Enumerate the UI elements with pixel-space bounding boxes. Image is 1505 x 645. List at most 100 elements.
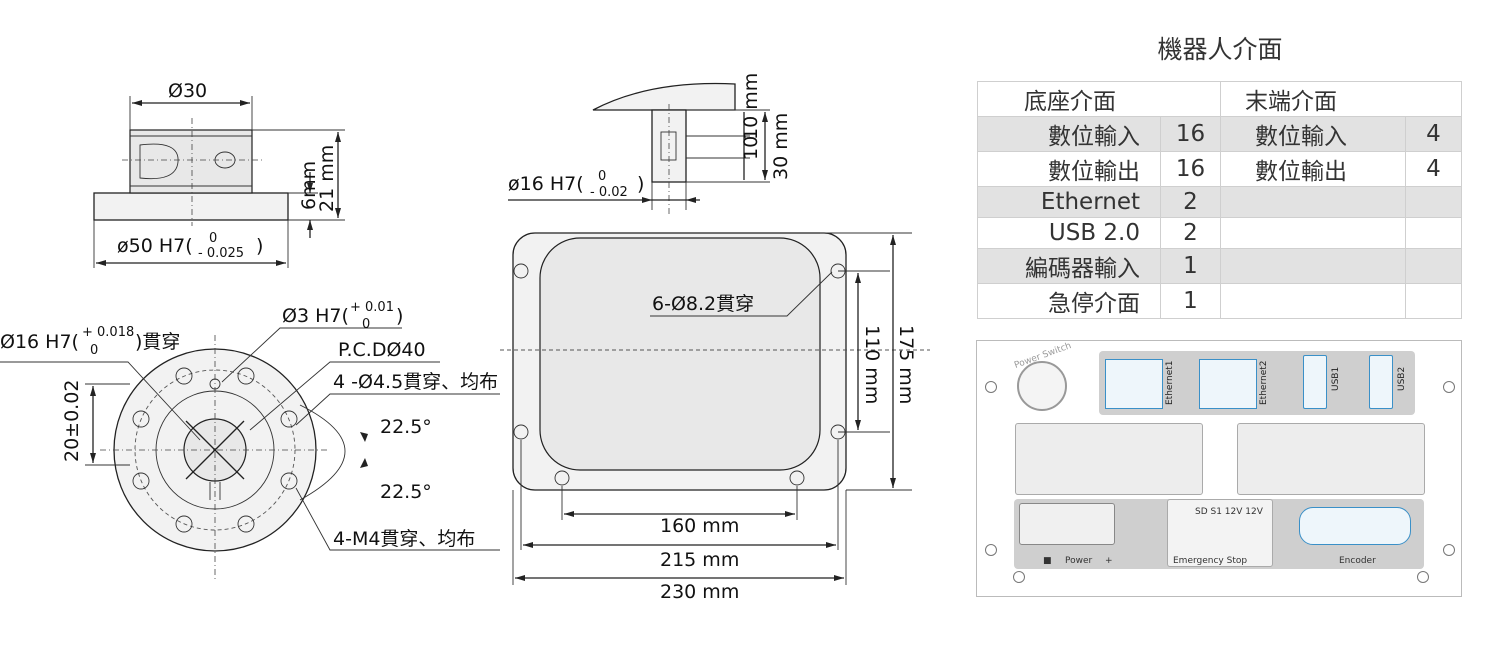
tol-50-close: ) [256, 235, 263, 257]
row-end-name: 數位輸入 [1220, 116, 1406, 152]
row-end-name: 數位輸出 [1220, 151, 1406, 187]
dim-175-label: 175 mm [895, 325, 917, 404]
tool-tol-close: ) [637, 173, 644, 195]
power-plus-label: + [1105, 556, 1113, 566]
holes-82-label: 6-Ø8.2貫穿 [652, 293, 754, 315]
row-name: Ethernet [977, 186, 1161, 218]
row-end-count [1405, 186, 1462, 218]
tol-3-lower: 0 [362, 317, 370, 332]
table-row: Ethernet 2 [977, 186, 1462, 218]
mount-hole [985, 544, 997, 556]
encoder-label: Encoder [1339, 556, 1376, 566]
dia-16-through-label: Ø16 H7( [0, 331, 79, 353]
mount-hole [1417, 571, 1429, 583]
dim-110-label: 110 mm [861, 325, 883, 404]
mount-hole [1443, 544, 1455, 556]
table-header-row: 底座介面 末端介面 [977, 81, 1462, 117]
technical-drawing: Ø30 ø50 H7( 0 - 0.025 ) 6mm 21 mm [0, 73, 930, 603]
power-label: Power [1065, 556, 1093, 566]
dim-10a-label: 10 [740, 136, 762, 160]
m4-label: 4-M4貫穿、均布 [333, 528, 475, 550]
row-name: 數位輸出 [977, 151, 1161, 187]
row-end-name [1220, 186, 1406, 218]
emergency-stop-connector[interactable] [1167, 499, 1273, 567]
interface-table: 底座介面 末端介面 數位輸入 16 數位輸入 4 數位輸出 16 數位輸出 4 … [977, 81, 1462, 319]
dim-160-label: 160 mm [660, 515, 739, 537]
base-io-terminal-left [1015, 423, 1203, 495]
dim-230-label: 230 mm [660, 581, 739, 603]
row-count: 1 [1160, 283, 1221, 319]
dim-21-label: 21 mm [316, 145, 338, 212]
ethernet1-label: Ethernet1 [1165, 360, 1175, 406]
row-end-count [1405, 283, 1462, 319]
dim-30-label: Ø30 [168, 80, 207, 102]
mount-hole [985, 381, 997, 393]
mount-hole [1013, 571, 1025, 583]
dim-30-tool-label: 30 mm [770, 113, 792, 180]
dim-215-label: 215 mm [660, 549, 739, 571]
usb2-label: USB2 [1397, 366, 1407, 391]
angle-2-label: 22.5° [380, 481, 432, 503]
dim-50-label: ø50 H7( [117, 235, 193, 257]
row-name: 急停介面 [977, 283, 1161, 319]
estop-pins-label: SD S1 12V 12V [1195, 507, 1263, 517]
ethernet1-port[interactable] [1105, 359, 1163, 409]
table-row: 急停介面 1 [977, 283, 1462, 319]
row-count: 16 [1160, 151, 1221, 187]
tol-16-upper: + 0.018 [82, 325, 134, 340]
end-interface-header: 末端介面 [1220, 81, 1462, 117]
row-end-count [1405, 248, 1462, 284]
row-end-name [1220, 217, 1406, 249]
tol-50-lower: - 0.025 [198, 246, 244, 261]
base-io-terminal-right [1237, 423, 1425, 495]
row-end-count: 4 [1405, 151, 1462, 187]
tol-3-close: ) [396, 305, 403, 327]
row-end-name [1220, 283, 1406, 319]
estop-label: Emergency Stop [1173, 556, 1248, 566]
base-interface-header: 底座介面 [977, 81, 1221, 117]
base-top-view: 20±0.02 Ø16 H7( + 0.018 0 )貫穿 Ø3 H7( + 0… [0, 300, 500, 580]
dim-20-label: 20±0.02 [61, 380, 83, 462]
base-flange-side-view: Ø30 ø50 H7( 0 - 0.025 ) 6mm 21 mm [93, 80, 345, 268]
tol-16-lower: 0 [90, 343, 98, 358]
dia-3-label: Ø3 H7( [282, 305, 349, 327]
usb1-port[interactable] [1303, 355, 1327, 409]
controller-box-view: 6-Ø8.2貫穿 160 mm 215 mm 230 mm 110 mm 175… [500, 232, 930, 603]
mount-hole [1443, 381, 1455, 393]
power-minus-label: ■ [1043, 556, 1052, 566]
pcd-label: P.C.DØ40 [338, 339, 426, 361]
row-end-count: 4 [1405, 116, 1462, 152]
tol-50-upper: 0 [209, 231, 217, 246]
usb1-label: USB1 [1331, 366, 1341, 391]
row-name: USB 2.0 [977, 217, 1161, 249]
dim-6-label: 6mm [298, 161, 320, 210]
tool-tol-lower: - 0.02 [590, 185, 628, 200]
ethernet2-port[interactable] [1199, 359, 1257, 409]
row-name: 數位輸入 [977, 116, 1161, 152]
ethernet2-label: Ethernet2 [1259, 360, 1269, 406]
holes-45-label: 4 -Ø4.5貫穿、均布 [333, 371, 498, 393]
tol-16-suffix: )貫穿 [135, 331, 180, 353]
encoder-connector[interactable] [1299, 507, 1411, 545]
table-row: 編碼器輸入 1 [977, 248, 1462, 284]
tol-3-upper: + 0.01 [350, 300, 394, 315]
tool-end-view: ø16 H7( 0 - 0.02 ) 10 10 mm 30 mm [508, 73, 792, 215]
usb2-port[interactable] [1369, 355, 1393, 409]
table-row: 數位輸入 16 數位輸入 4 [977, 116, 1462, 152]
angle-1-label: 22.5° [380, 416, 432, 438]
power-connector[interactable] [1019, 503, 1115, 545]
row-name: 編碼器輸入 [977, 248, 1161, 284]
interface-title: 機器人介面 [1157, 35, 1283, 64]
row-count: 2 [1160, 186, 1221, 218]
row-count: 16 [1160, 116, 1221, 152]
table-row: 數位輸出 16 數位輸出 4 [977, 151, 1462, 187]
row-count: 2 [1160, 217, 1221, 249]
power-switch[interactable] [1017, 361, 1067, 411]
tool-tol-upper: 0 [598, 169, 606, 184]
dim-10b-label: 10 mm [740, 73, 762, 140]
tool-dia-16-label: ø16 H7( [508, 173, 584, 195]
table-row: USB 2.0 2 [977, 217, 1462, 249]
row-end-count [1405, 217, 1462, 249]
row-end-name [1220, 248, 1406, 284]
row-count: 1 [1160, 248, 1221, 284]
